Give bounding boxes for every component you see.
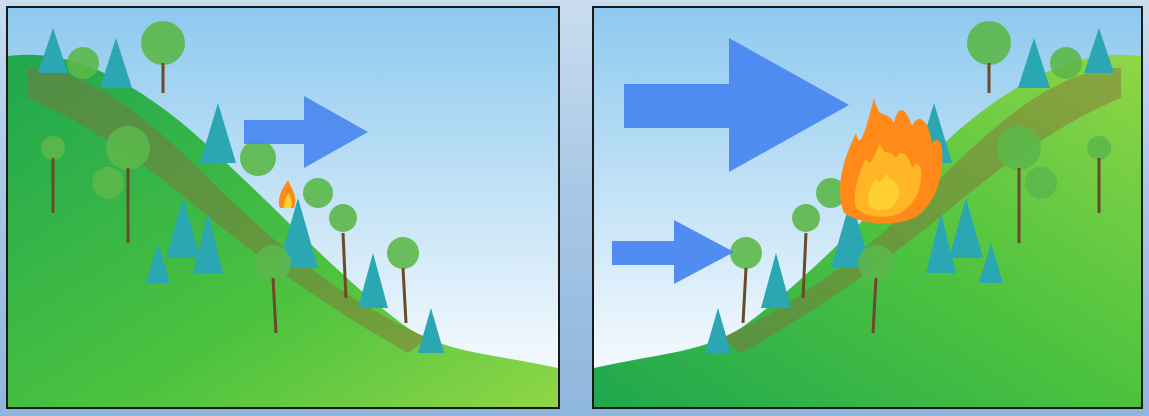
left-scene-panel	[6, 6, 560, 409]
left-scene-illustration	[8, 8, 558, 407]
right-scene-panel	[592, 6, 1143, 409]
right-scene-illustration	[594, 8, 1141, 407]
